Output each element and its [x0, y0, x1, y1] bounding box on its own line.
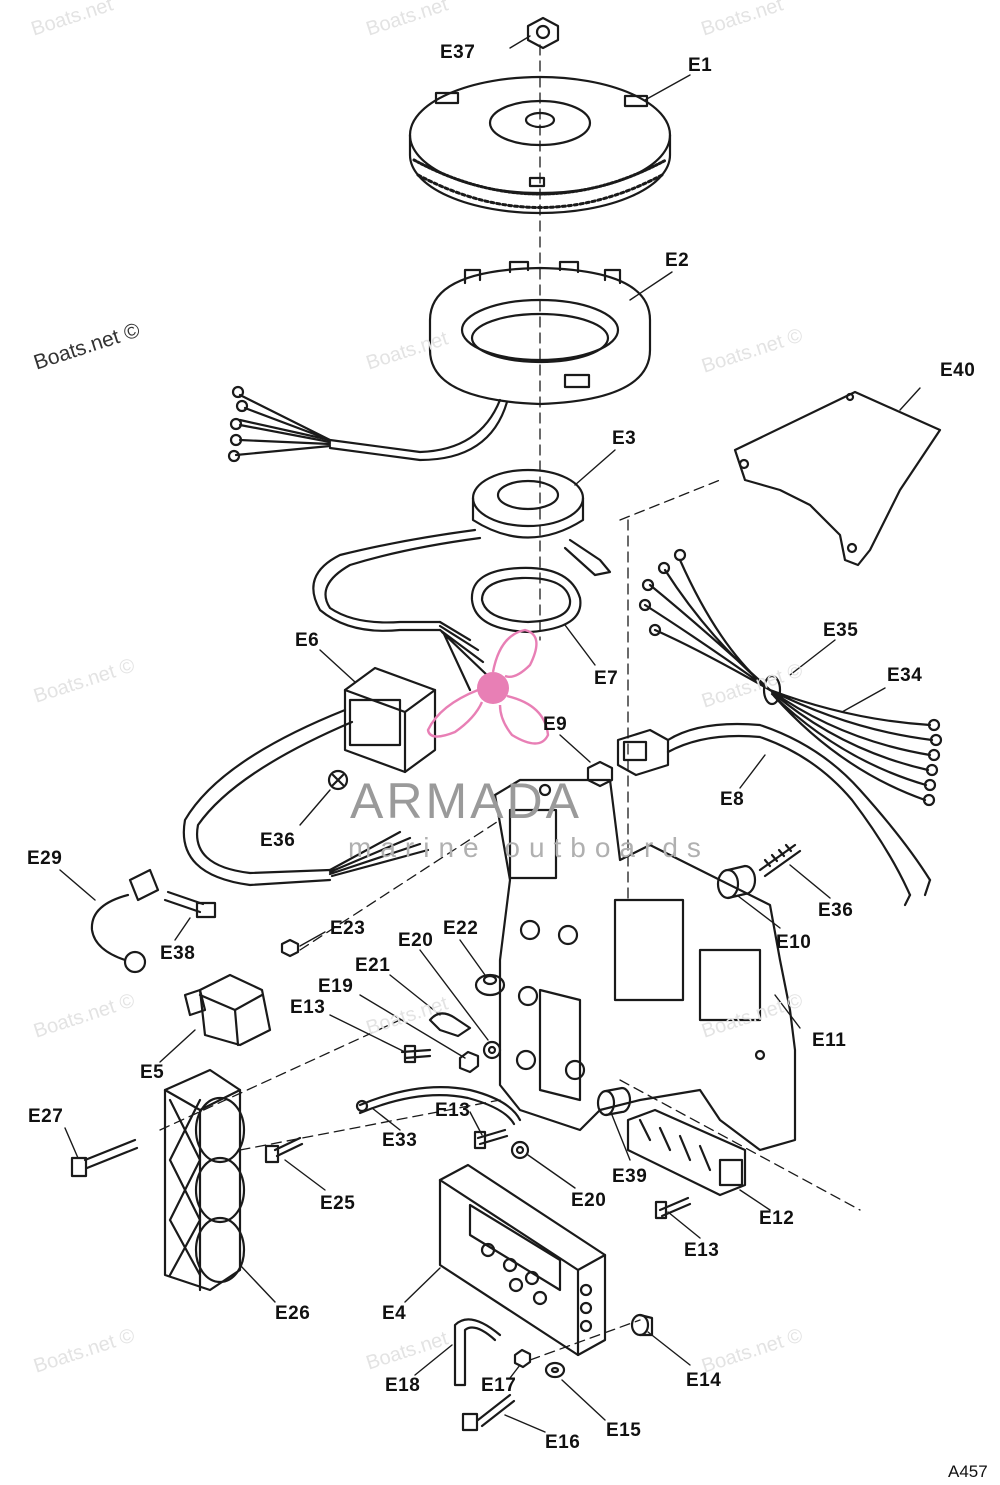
washer-e20-bottom: [510, 1140, 530, 1160]
callout-e25: E25: [320, 1193, 356, 1214]
callout-e20-bottom: E20: [571, 1190, 607, 1211]
rectifier-e6: [182, 666, 437, 887]
callout-e4: E4: [382, 1303, 407, 1324]
callout-e15: E15: [606, 1420, 642, 1441]
callout-e17: E17: [481, 1375, 517, 1396]
callout-e6: E6: [295, 630, 320, 651]
plug-lead-e29: [90, 868, 160, 974]
bolt-e16: [461, 1393, 516, 1432]
screw-e13-b: [473, 1128, 509, 1150]
cable-e33: [355, 1086, 522, 1126]
callout-e26: E26: [275, 1303, 311, 1324]
callout-e9: E9: [543, 714, 568, 735]
flywheel-e1: [408, 75, 672, 215]
callout-e19: E19: [318, 976, 354, 997]
callout-e39: E39: [612, 1166, 648, 1187]
callout-e11: E11: [812, 1030, 847, 1051]
callout-e40: E40: [940, 360, 976, 381]
gasket-e7: [470, 566, 582, 634]
callout-e3: E3: [612, 428, 637, 449]
logo-text-sub: marine outboards: [348, 832, 710, 863]
callout-e13-c: E13: [684, 1240, 720, 1261]
callout-e12: E12: [759, 1208, 795, 1229]
callout-e27: E27: [28, 1106, 64, 1127]
washer-e15: [544, 1361, 566, 1379]
leader-lines: [59, 35, 921, 1433]
callout-e33: E33: [382, 1130, 418, 1151]
nut-e17: [513, 1348, 532, 1369]
ignition-coil-e5: [183, 973, 272, 1047]
callout-e7: E7: [594, 668, 619, 689]
stator-e2: [227, 260, 652, 463]
callout-e18: E18: [385, 1375, 421, 1396]
wire-e18: [453, 1318, 502, 1387]
callout-e36-right: E36: [818, 900, 854, 921]
nut-e19: [458, 1050, 480, 1074]
callout-e35: E35: [823, 620, 859, 641]
plug-e38: [163, 890, 217, 919]
callout-e20-top: E20: [398, 930, 434, 951]
coil-pack-e26: [163, 1068, 246, 1292]
spacer-e10: [716, 864, 757, 900]
callout-e38: E38: [160, 943, 196, 964]
bushing-e39: [596, 1086, 632, 1117]
callout-e29: E29: [27, 848, 63, 869]
figure-reference: A457: [948, 1462, 988, 1481]
callout-e23: E23: [330, 918, 366, 939]
callout-e10: E10: [776, 932, 812, 953]
callout-e14: E14: [686, 1370, 722, 1391]
callout-e13-a: E13: [290, 997, 326, 1018]
bolt-e27: [70, 1138, 139, 1178]
callout-e16: E16: [545, 1432, 581, 1453]
callout-e36-left: E36: [260, 830, 296, 851]
harness-e8: [616, 722, 932, 907]
bracket-e40: [733, 390, 942, 567]
callout-e37: E37: [440, 42, 476, 63]
switchbox-e4: [438, 1163, 607, 1357]
screw-e36-right: [758, 843, 802, 878]
callout-e2: E2: [665, 250, 690, 271]
nut-e23: [280, 938, 300, 958]
alignment-lines: [159, 44, 861, 1361]
bolt-e25: [264, 1136, 304, 1164]
washer-e20-top: [482, 1040, 502, 1060]
terminal-block-e12: [626, 1108, 747, 1197]
harness-e34-e35: [638, 548, 943, 807]
spacer-e14: [630, 1313, 654, 1337]
nut-e37: [526, 16, 560, 50]
screw-e13-c: [654, 1196, 692, 1220]
mounting-plate-e11: [493, 778, 797, 1152]
screw-e36-left: [327, 769, 349, 791]
callout-e5: E5: [140, 1062, 165, 1083]
callout-e1: E1: [688, 55, 713, 76]
clip-e9: [586, 760, 614, 788]
callout-e13-b: E13: [435, 1100, 471, 1121]
clamp-e21: [428, 1012, 472, 1038]
callout-e22: E22: [443, 918, 479, 939]
trigger-e3: [312, 468, 612, 692]
callout-e8: E8: [720, 789, 745, 810]
grommet-e22: [474, 973, 506, 997]
logo-text-main: ARMADA: [350, 773, 582, 829]
propeller-logo: [426, 628, 550, 745]
callout-e34: E34: [887, 665, 923, 686]
callout-e21: E21: [355, 955, 391, 976]
screw-e13-a: [400, 1044, 432, 1064]
